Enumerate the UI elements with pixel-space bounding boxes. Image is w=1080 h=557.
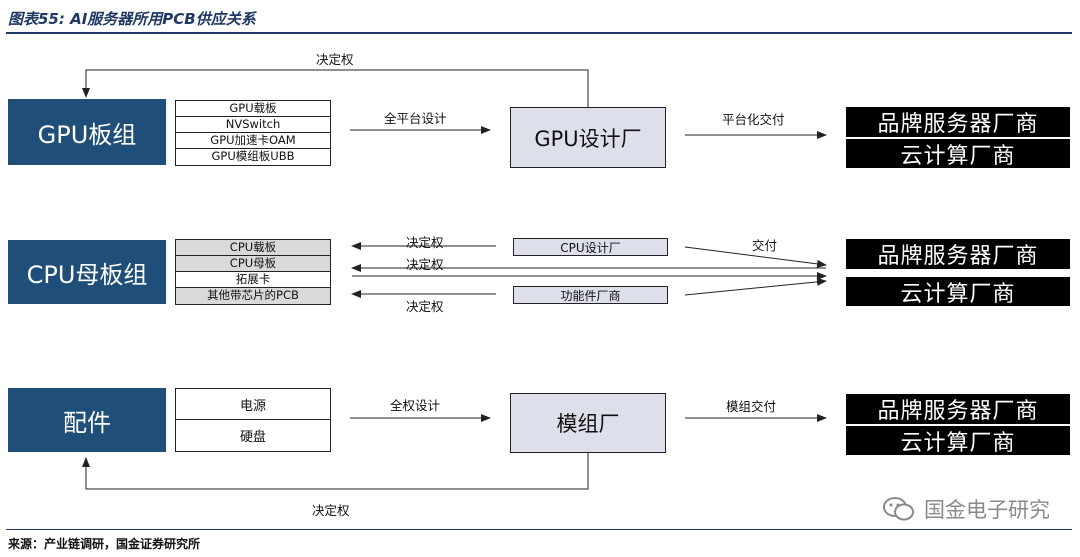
footer-divider — [6, 529, 1072, 530]
parts-decision-feedback-line — [82, 452, 589, 490]
accessory-item-list: 电源 硬盘 — [175, 388, 331, 452]
function-part-supplier-box: 功能件厂商 — [513, 286, 668, 304]
cpu-item: CPU载板 — [176, 240, 330, 256]
gpu-item: GPU模组板UBB — [211, 149, 295, 163]
gpu-board-group: GPU板组 — [8, 99, 166, 165]
parts-design-label: 全权设计 — [390, 398, 441, 413]
figure-title: 图表55: AI服务器所用PCB供应关系 — [8, 10, 256, 28]
watermark-text: 国金电子研究 — [924, 498, 1050, 522]
cpu-item: 拓展卡 — [176, 272, 330, 288]
cpu-decision-label-2: 决定权 — [406, 257, 444, 272]
cpu-delivery-from-designer — [684, 246, 827, 268]
cpu-cloud-customer: 云计算厂商 — [846, 277, 1070, 307]
wechat-icon — [883, 497, 914, 521]
cpu-board-group: CPU母板组 — [8, 240, 166, 304]
cpu-delivery-from-supplier — [684, 277, 827, 296]
gpu-item-list: GPU载板 NVSwitch GPU加速卡OAM GPU模组板UBB — [175, 100, 331, 166]
cpu-decision-label-1: 决定权 — [406, 235, 444, 250]
gpu-design-label: 全平台设计 — [384, 111, 447, 126]
parts-brand-customer: 品牌服务器厂商 — [846, 394, 1070, 424]
cpu-brand-customer: 品牌服务器厂商 — [846, 239, 1070, 269]
parts-cloud-customer: 云计算厂商 — [846, 426, 1070, 456]
accessory-item: 硬盘 — [239, 430, 266, 445]
gpu-item: GPU加速卡OAM — [176, 133, 330, 149]
cpu-delivery-label: 交付 — [752, 238, 778, 253]
gpu-item: NVSwitch — [176, 117, 330, 133]
cpu-decision-label-3: 决定权 — [406, 299, 444, 314]
accessory-item: 电源 — [176, 389, 330, 420]
gpu-decision-feedback-line — [82, 69, 589, 107]
gpu-cloud-customer: 云计算厂商 — [846, 139, 1070, 169]
source-note: 来源：产业链调研，国金证券研究所 — [8, 537, 201, 551]
parts-decision-label: 决定权 — [312, 503, 350, 518]
cpu-designer-box: CPU设计厂 — [513, 238, 668, 256]
gpu-item: GPU载板 — [176, 101, 330, 117]
gpu-delivery-label: 平台化交付 — [722, 112, 785, 127]
title-divider — [6, 32, 1072, 34]
gpu-brand-customer: 品牌服务器厂商 — [846, 107, 1070, 137]
gpu-decision-label: 决定权 — [316, 52, 354, 67]
watermark: 国金电子研究 — [882, 494, 1050, 524]
parts-delivery-label: 模组交付 — [726, 399, 777, 414]
cpu-item: CPU母板 — [176, 256, 330, 272]
accessories-group: 配件 — [8, 388, 166, 452]
cpu-item-list: CPU载板 CPU母板 拓展卡 其他带芯片的PCB — [175, 239, 331, 305]
gpu-designer-box: GPU设计厂 — [510, 107, 666, 168]
cpu-item: 其他带芯片的PCB — [176, 288, 330, 304]
module-maker-box: 模组厂 — [510, 393, 666, 453]
